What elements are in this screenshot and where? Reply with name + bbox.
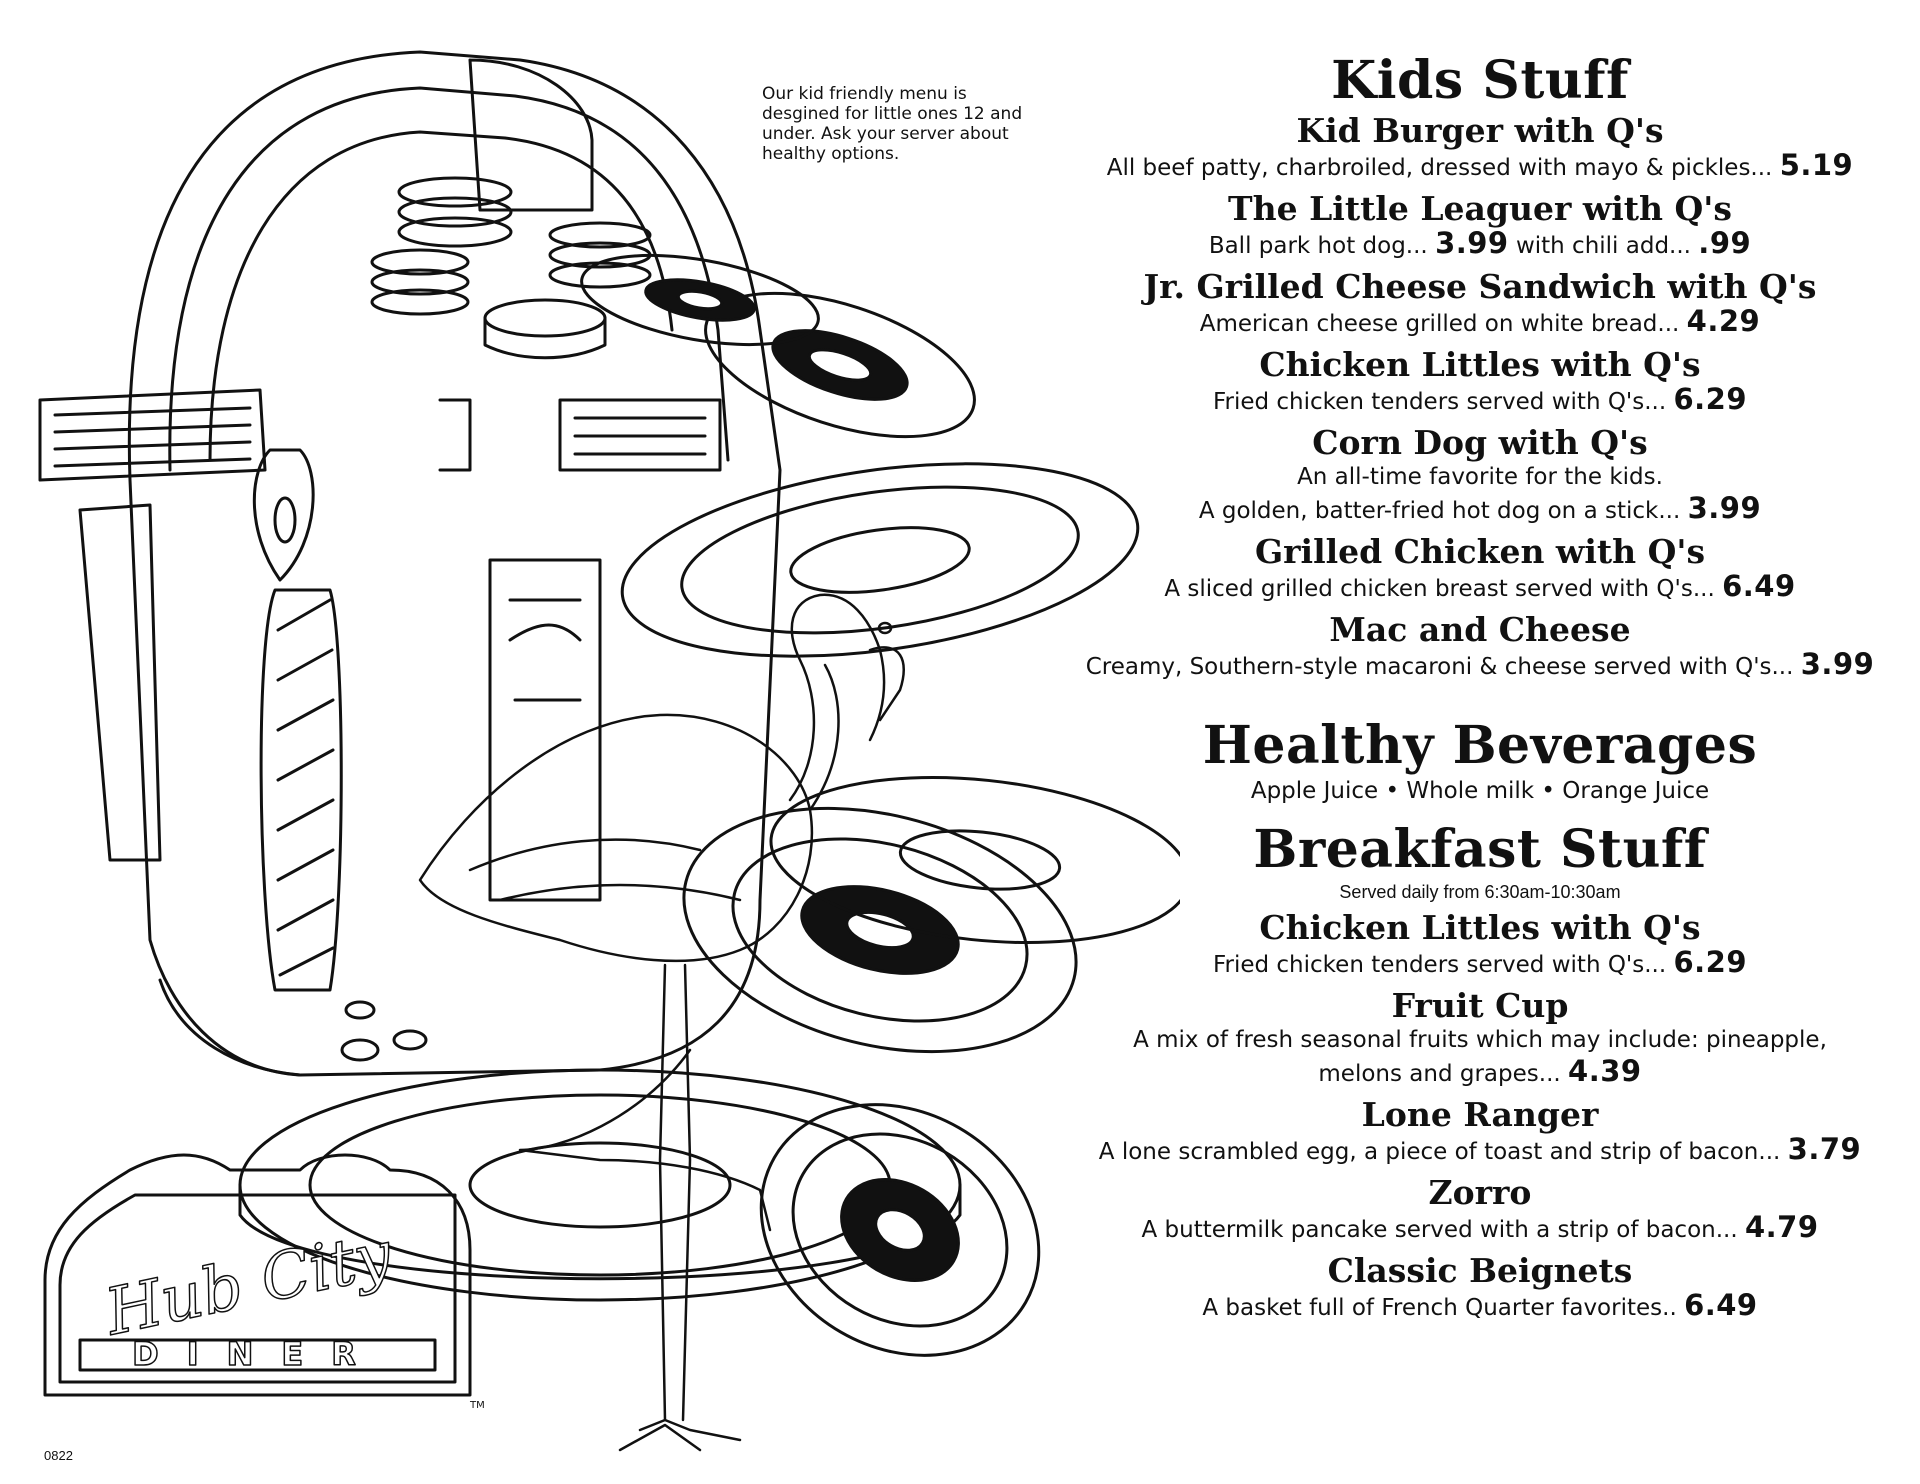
description-text: A sliced grilled chicken breast served w… <box>1164 576 1715 602</box>
menu-item-price: 4.39 <box>1568 1054 1642 1088</box>
menu-item-price: 3.99 <box>1687 491 1762 525</box>
menu-item-price: 3.79 <box>1787 1132 1862 1166</box>
menu-item-name: Classic Beignets <box>1327 1251 1633 1290</box>
description-text: with chili add... <box>1515 233 1691 259</box>
menu-item-name: Fruit Cup <box>1391 986 1569 1025</box>
flamingo-illustration <box>418 593 905 1452</box>
menu-item-price: 4.29 <box>1686 304 1761 338</box>
menu-item-price: 3.99 <box>1435 226 1509 260</box>
beverages-section: Healthy Beverages Apple Juice • Whole mi… <box>1040 715 1920 805</box>
beverages-section-title: Healthy Beverages <box>1202 715 1758 776</box>
description-text: Creamy, Southern-style macaroni & cheese… <box>1085 654 1794 680</box>
menu-item-name: Mac and Cheese <box>1329 610 1631 649</box>
menu-item-description: Fried chicken tenders served with Q's...… <box>1040 947 1920 981</box>
breakfast-hours: Served daily from 6:30am-10:30am <box>1339 882 1621 902</box>
coloring-illustration: Hub City DINER TM <box>38 50 1180 1452</box>
menu-item-description: Creamy, Southern-style macaroni & cheese… <box>1040 649 1920 683</box>
menu-item-price: 5.19 <box>1779 148 1854 182</box>
breakfast-section-title: Breakfast Stuff <box>1253 819 1707 880</box>
menu-item-description: An all-time favorite for the kids. <box>1040 462 1920 493</box>
menu-item-price: 4.79 <box>1744 1210 1819 1244</box>
menu-item-price: .99 <box>1698 226 1752 260</box>
beverages-list: Apple Juice • Whole milk • Orange Juice <box>1250 778 1710 804</box>
menu-item-name: Lone Ranger <box>1361 1095 1599 1134</box>
menu-item-name: Chicken Littles with Q's <box>1259 345 1701 384</box>
menu-item-price: 6.29 <box>1673 945 1748 979</box>
breakfast-section: Breakfast Stuff Served daily from 6:30am… <box>1040 819 1920 1324</box>
menu-item-price: 3.99 <box>1800 647 1875 681</box>
menu-item-name: Corn Dog with Q's <box>1312 423 1648 462</box>
menu-item-price: 6.49 <box>1722 569 1796 603</box>
description-text: A golden, batter-fried hot dog on a stic… <box>1198 498 1681 524</box>
description-text: An all-time favorite for the kids. <box>1297 464 1663 490</box>
menu-item: Zorro A buttermilk pancake served with a … <box>1040 1174 1920 1246</box>
description-text: Fried chicken tenders served with Q's... <box>1212 389 1667 415</box>
logo-script-text: Hub City <box>98 1218 399 1351</box>
logo-word-text: DINER <box>132 1335 384 1373</box>
menu-item-description: American cheese grilled on white bread..… <box>1040 306 1920 340</box>
menu-item-name: Zorro <box>1428 1173 1532 1212</box>
menu-item-name: Jr. Grilled Cheese Sandwich with Q's <box>1143 267 1817 306</box>
menu-item-description: A buttermilk pancake served with a strip… <box>1040 1212 1920 1246</box>
menu-item-description: All beef patty, charbroiled, dressed wit… <box>1040 150 1920 184</box>
description-text: A lone scrambled egg, a piece of toast a… <box>1098 1139 1781 1165</box>
menu-item-description: melons and grapes... 4.39 <box>1040 1056 1920 1090</box>
menu-item-description: A lone scrambled egg, a piece of toast a… <box>1040 1134 1920 1168</box>
menu-item-description: A sliced grilled chicken breast served w… <box>1040 571 1920 605</box>
description-text: Fried chicken tenders served with Q's... <box>1212 952 1667 978</box>
menu-item-description: A mix of fresh seasonal fruits which may… <box>1040 1025 1920 1056</box>
menu-item-name: The Little Leaguer with Q's <box>1228 189 1732 228</box>
records-illustration <box>238 253 1180 1357</box>
description-text: American cheese grilled on white bread..… <box>1199 311 1680 337</box>
menu-item: Classic Beignets A basket full of French … <box>1040 1252 1920 1324</box>
menu-code: 0822 <box>44 1448 73 1463</box>
menu-item: Lone Ranger A lone scrambled egg, a piece… <box>1040 1096 1920 1168</box>
menu-item-description: A golden, batter-fried hot dog on a stic… <box>1040 493 1920 527</box>
menu-item-price: 6.29 <box>1673 382 1748 416</box>
logo-tm-text: TM <box>469 1400 485 1411</box>
kids-note: Our kid friendly menu is desgined for li… <box>762 84 1023 164</box>
description-text: A basket full of French Quarter favorite… <box>1202 1295 1677 1321</box>
menu-item-description: A basket full of French Quarter favorite… <box>1040 1290 1920 1324</box>
kids-section-title: Kids Stuff <box>1331 50 1629 111</box>
menu-item: Grilled Chicken with Q's A sliced grilled… <box>1040 533 1920 605</box>
menu-item-description: Fried chicken tenders served with Q's...… <box>1040 384 1920 418</box>
menu-item-name: Kid Burger with Q's <box>1296 111 1664 150</box>
description-text: A mix of fresh seasonal fruits which may… <box>1133 1027 1827 1053</box>
description-text: Ball park hot dog... <box>1208 233 1428 259</box>
jukebox-illustration <box>38 50 782 1077</box>
menu-item-description: Ball park hot dog... 3.99 with chili add… <box>1040 228 1920 262</box>
description-text: A buttermilk pancake served with a strip… <box>1141 1217 1738 1243</box>
menu-item-price: 6.49 <box>1684 1288 1758 1322</box>
menu-item-name: Grilled Chicken with Q's <box>1254 532 1706 571</box>
menu-item-name: Chicken Littles with Q's <box>1259 908 1701 947</box>
description-text: All beef patty, charbroiled, dressed wit… <box>1106 155 1773 181</box>
description-text: melons and grapes... <box>1318 1061 1561 1087</box>
